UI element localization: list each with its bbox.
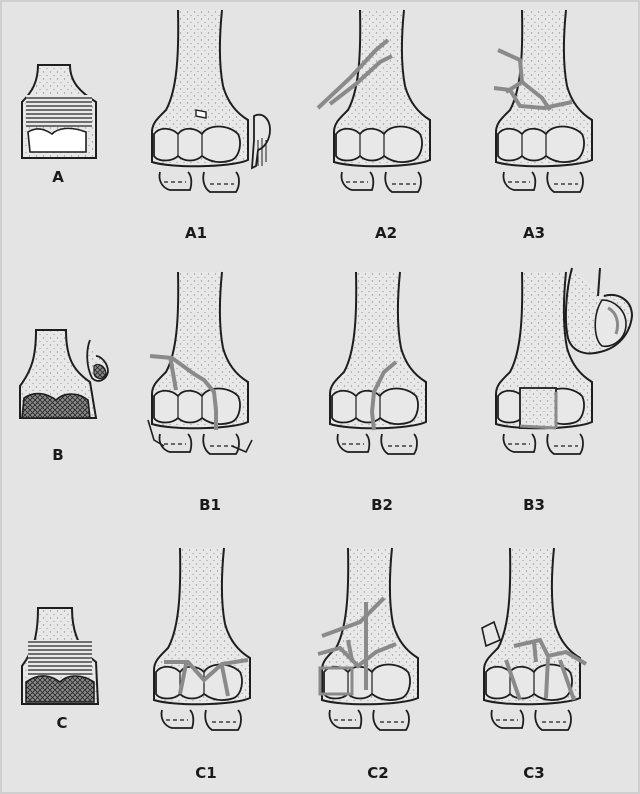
label-b: B (52, 446, 63, 464)
label-b1: B1 (199, 496, 221, 514)
label-c1: C1 (195, 764, 216, 782)
label-a2: A2 (375, 224, 397, 242)
label-b3: B3 (523, 496, 545, 514)
label-a3: A3 (523, 224, 545, 242)
label-a1: A1 (185, 224, 207, 242)
label-c3: C3 (523, 764, 544, 782)
label-c2: C2 (367, 764, 388, 782)
label-c: C (56, 714, 67, 732)
label-b2: B2 (371, 496, 393, 514)
label-a: A (52, 168, 64, 186)
